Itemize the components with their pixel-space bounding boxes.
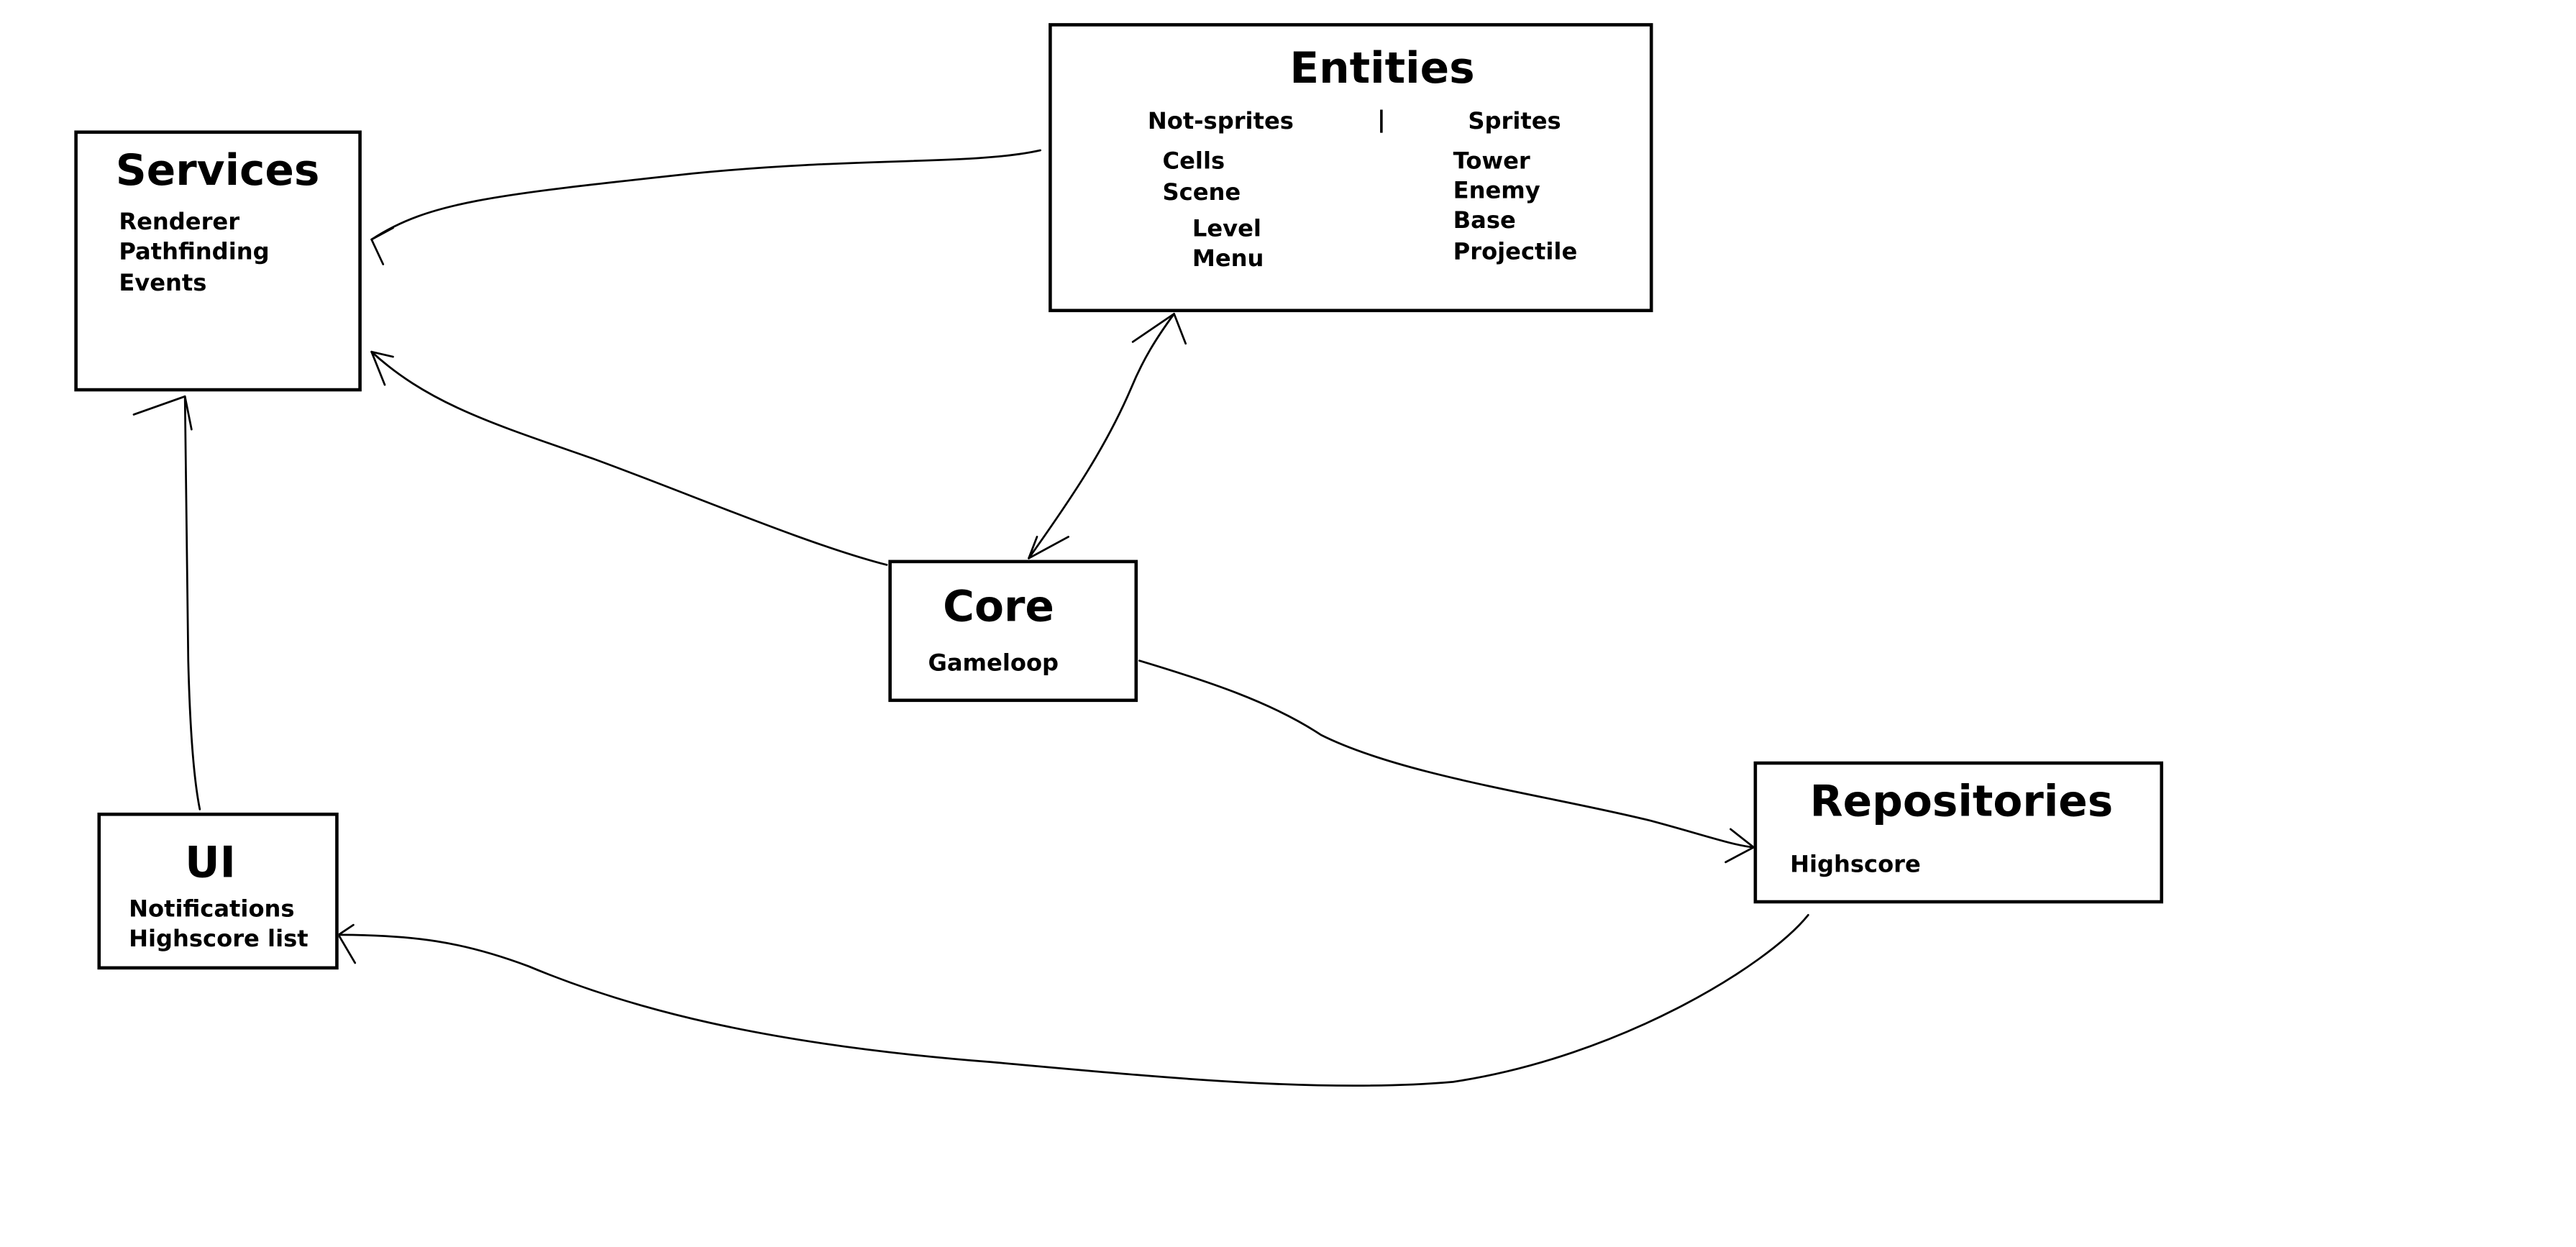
arrowhead-repositories-from-core xyxy=(1725,828,1755,864)
core-title: Core xyxy=(943,583,1054,633)
arrowhead-services-from-ui xyxy=(132,395,193,431)
services-title: Services xyxy=(115,147,320,197)
not-sprites-header: Not-sprites xyxy=(1147,109,1294,136)
arrowhead-entities-from-core xyxy=(1131,312,1187,345)
arrowhead-core-from-entities xyxy=(1028,536,1070,559)
arrow-entities-to-services xyxy=(370,149,1041,241)
services-item: Renderer xyxy=(119,209,240,237)
services-item: Pathfinding xyxy=(119,239,270,266)
ui-item: Highscore list xyxy=(129,926,309,954)
arrow-core-to-services xyxy=(370,350,888,566)
arrowhead-services-from-entities xyxy=(370,227,394,265)
sprites-item: Base xyxy=(1453,208,1516,235)
arrow-core-to-repositories xyxy=(1138,659,1755,849)
repositories-title: Repositories xyxy=(1809,777,2114,828)
repositories-module-box: Repositories Highscore xyxy=(1753,761,2164,904)
sprites-item: Projectile xyxy=(1453,239,1578,266)
not-sprites-item: Scene xyxy=(1162,180,1241,207)
ui-title: UI xyxy=(185,839,236,889)
entities-module-box: Entities Not-sprites | Sprites Cells Sce… xyxy=(1049,23,1653,313)
ui-item: Notifications xyxy=(129,897,295,923)
arrow-core-entities xyxy=(1028,312,1175,559)
column-separator: | xyxy=(1377,107,1386,134)
core-module-box: Core Gameloop xyxy=(888,559,1138,703)
not-sprites-item: Level xyxy=(1192,216,1261,243)
arrowhead-services-from-core xyxy=(370,350,394,386)
sprites-item: Tower xyxy=(1453,148,1530,175)
services-module-box: Services Renderer Pathfinding Events xyxy=(74,130,362,392)
services-item: Events xyxy=(119,270,207,298)
ui-module-box: UI Notifications Highscore list xyxy=(97,812,339,970)
entities-title: Entities xyxy=(1289,45,1475,94)
sprites-item: Enemy xyxy=(1453,178,1540,205)
core-item: Gameloop xyxy=(928,650,1059,677)
not-sprites-item: Cells xyxy=(1162,148,1225,175)
arrow-repositories-to-ui xyxy=(337,913,1809,1087)
arrowhead-ui-from-repositories xyxy=(337,923,357,964)
not-sprites-item: Menu xyxy=(1192,246,1264,273)
sprites-header: Sprites xyxy=(1468,109,1561,136)
repositories-item: Highscore xyxy=(1790,852,1921,879)
arrow-ui-to-services xyxy=(183,395,201,810)
